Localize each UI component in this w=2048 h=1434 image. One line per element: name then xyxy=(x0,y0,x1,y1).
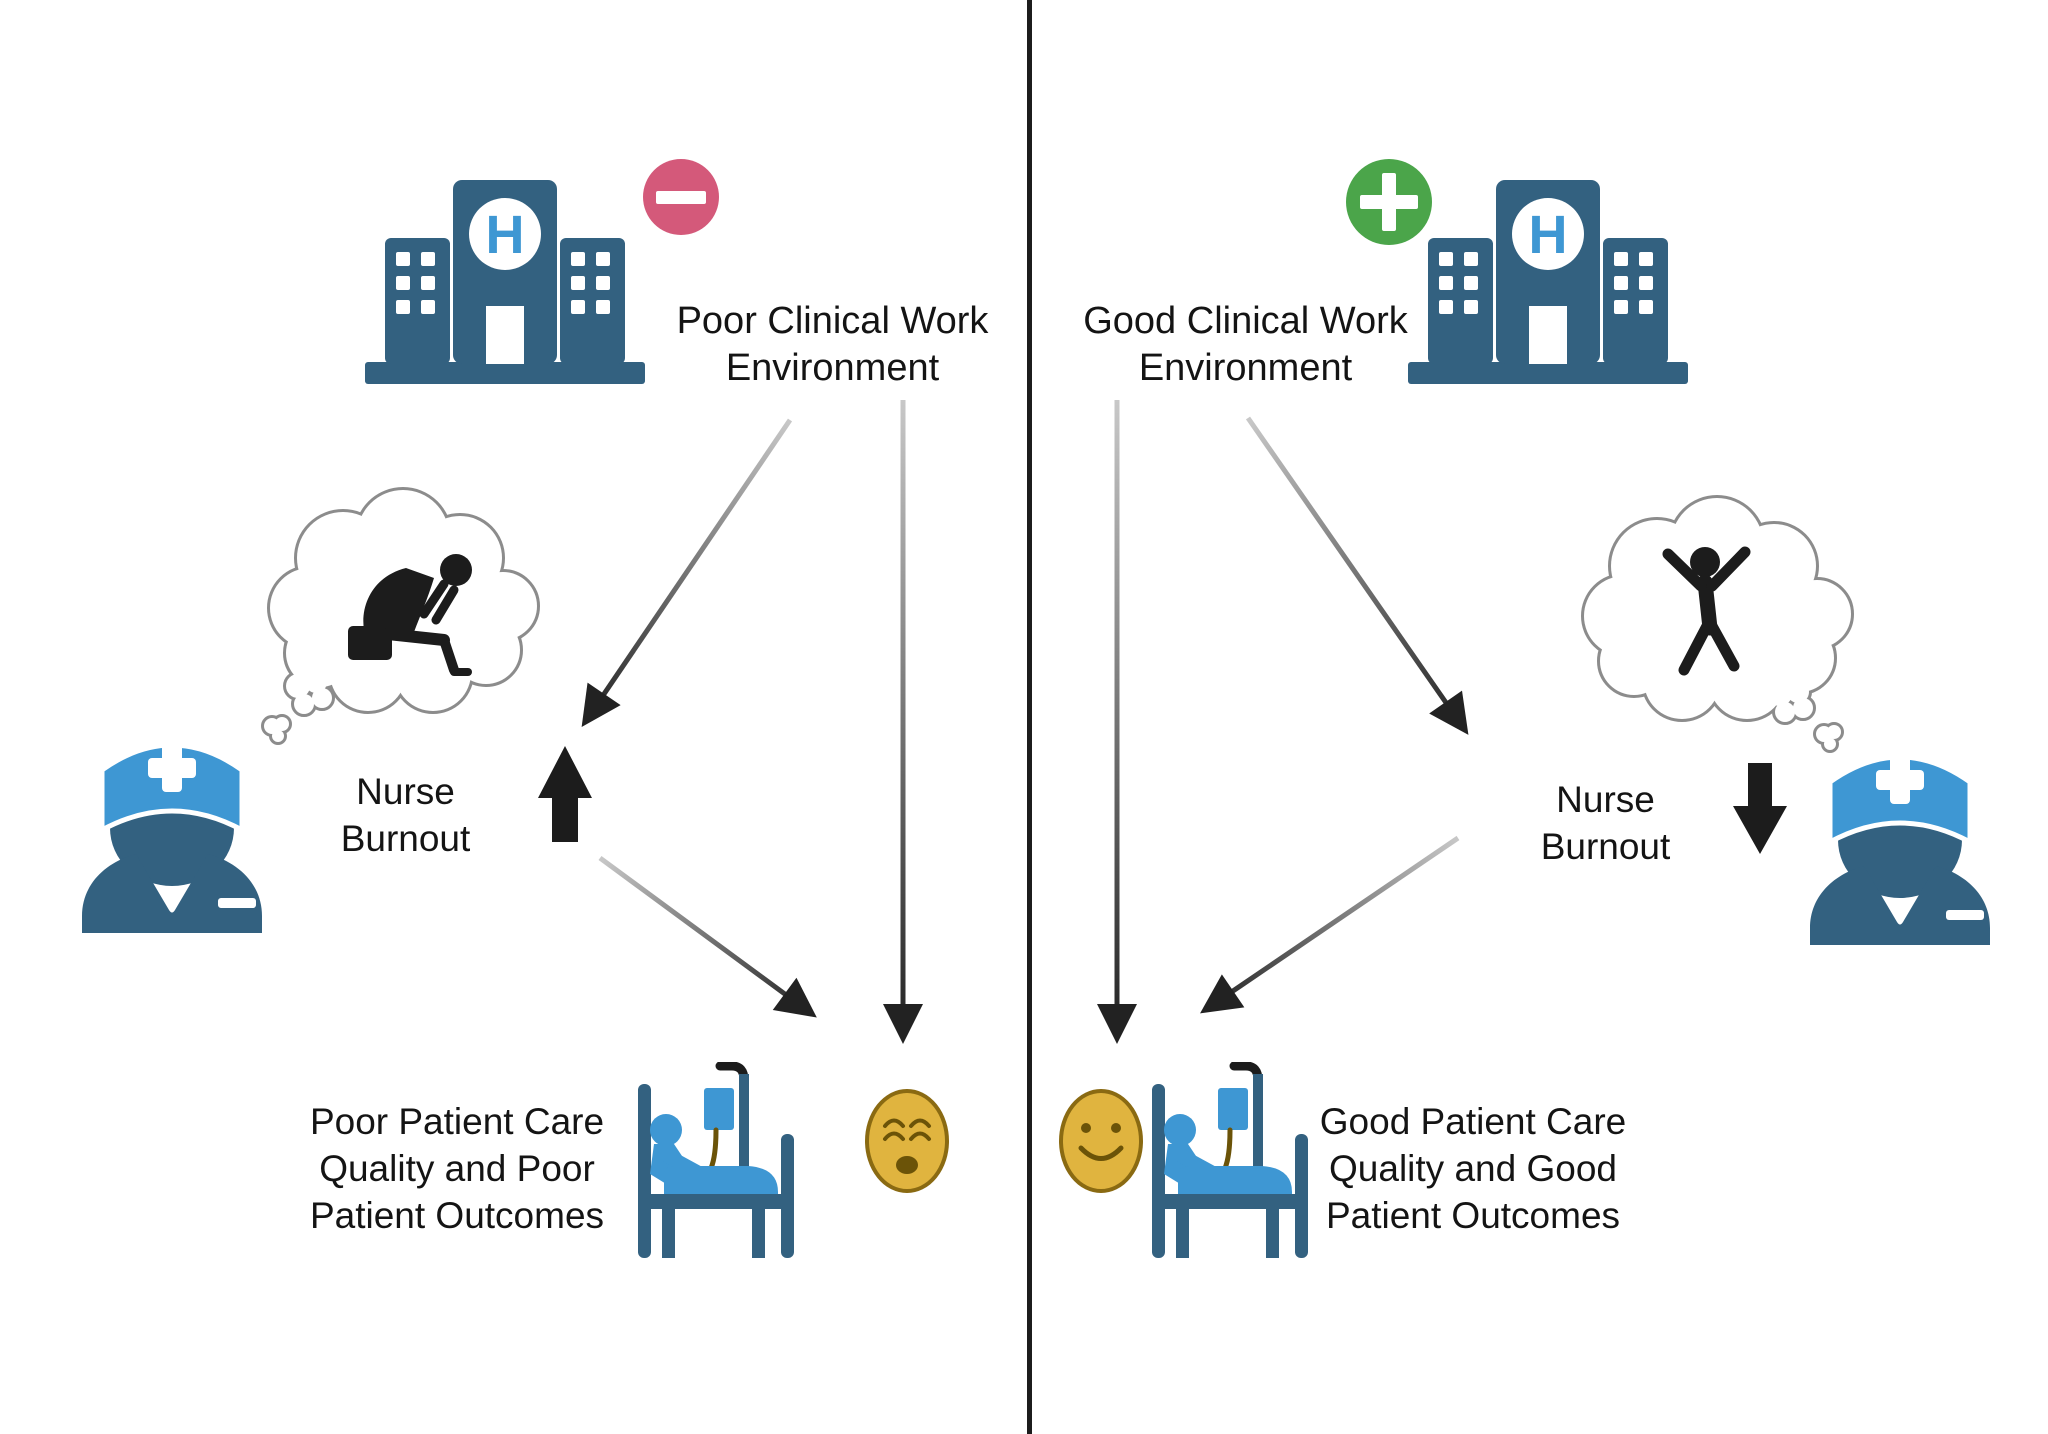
minus-badge-icon xyxy=(643,159,719,235)
center-divider-line xyxy=(1027,0,1032,1434)
arrow-burnout-to-patient-right xyxy=(1200,835,1460,1014)
jumping-person-icon xyxy=(1662,546,1751,676)
plus-badge-icon xyxy=(1346,159,1432,245)
arrow-env-to-burnout-left xyxy=(581,418,793,727)
weary-face-icon xyxy=(865,1089,949,1193)
environment-label-right: Good Clinical Work Environment xyxy=(1083,300,1408,389)
burnout-up-arrow xyxy=(538,746,592,842)
hospital-icon xyxy=(1408,180,1688,384)
hospital-icon xyxy=(365,180,645,384)
thought-bubble-happy-icon xyxy=(1581,495,1854,753)
patient-bed-icon xyxy=(1150,1062,1310,1258)
arrow-burnout-to-patient-left xyxy=(598,855,817,1018)
burnout-label-left: Nurse Burnout xyxy=(340,771,471,859)
outcome-label-right: Good Patient Care Quality and Good Patie… xyxy=(1319,1101,1627,1236)
environment-label-left: Poor Clinical Work Environment xyxy=(676,300,989,389)
outcome-label-left: Poor Patient Care Quality and Poor Patie… xyxy=(309,1101,605,1236)
thought-bubble-burnout-icon xyxy=(261,487,540,745)
nurse-icon xyxy=(72,688,272,933)
slumped-person-icon xyxy=(348,554,472,676)
patient-bed-icon xyxy=(636,1062,796,1258)
burnout-down-arrow xyxy=(1733,763,1787,854)
smiling-face-icon xyxy=(1056,1086,1146,1196)
burnout-label-right: Nurse Burnout xyxy=(1540,779,1671,867)
arrow-env-to-burnout-right xyxy=(1245,416,1469,735)
nurse-icon xyxy=(1800,700,2000,945)
